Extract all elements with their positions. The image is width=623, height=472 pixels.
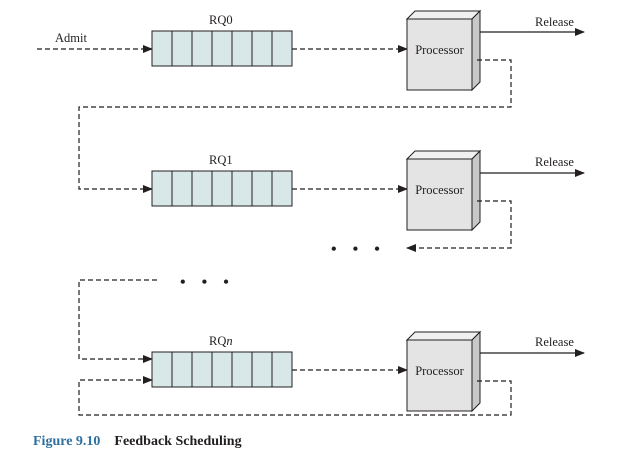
- feedback-path-into-n: [78, 279, 157, 363]
- ready-queue-rqn: [151, 351, 293, 388]
- feedback-path-1: [406, 200, 512, 252]
- feedback-path-n: [78, 376, 512, 416]
- queue-label-rq0: RQ0: [209, 13, 233, 27]
- queue-label-rqn: RQn: [209, 334, 233, 348]
- processor-0: Processor: [405, 9, 482, 92]
- ready-queue-rq0: [151, 30, 293, 67]
- ready-queue-rq1: [151, 170, 293, 207]
- figure-title: Feedback Scheduling: [114, 434, 242, 449]
- processor-n-label: Processor: [415, 364, 464, 378]
- ellipsis-left: • • •: [180, 274, 235, 291]
- release-label-0: Release: [535, 15, 574, 29]
- feedback-path-0: [78, 59, 512, 193]
- figure-caption: Figure 9.10 Feedback Scheduling: [33, 434, 242, 450]
- processor-1-label: Processor: [415, 183, 464, 197]
- ellipsis-mid: • • •: [331, 241, 386, 258]
- processor-0-label: Processor: [415, 43, 464, 57]
- processor-n: Processor: [405, 330, 482, 413]
- admit-label: Admit: [55, 31, 87, 45]
- figure-number: Figure 9.10: [33, 434, 101, 449]
- release-label-1: Release: [535, 155, 574, 169]
- release-label-n: Release: [535, 335, 574, 349]
- processor-1: Processor: [405, 149, 482, 232]
- queue-label-rq1: RQ1: [209, 153, 233, 167]
